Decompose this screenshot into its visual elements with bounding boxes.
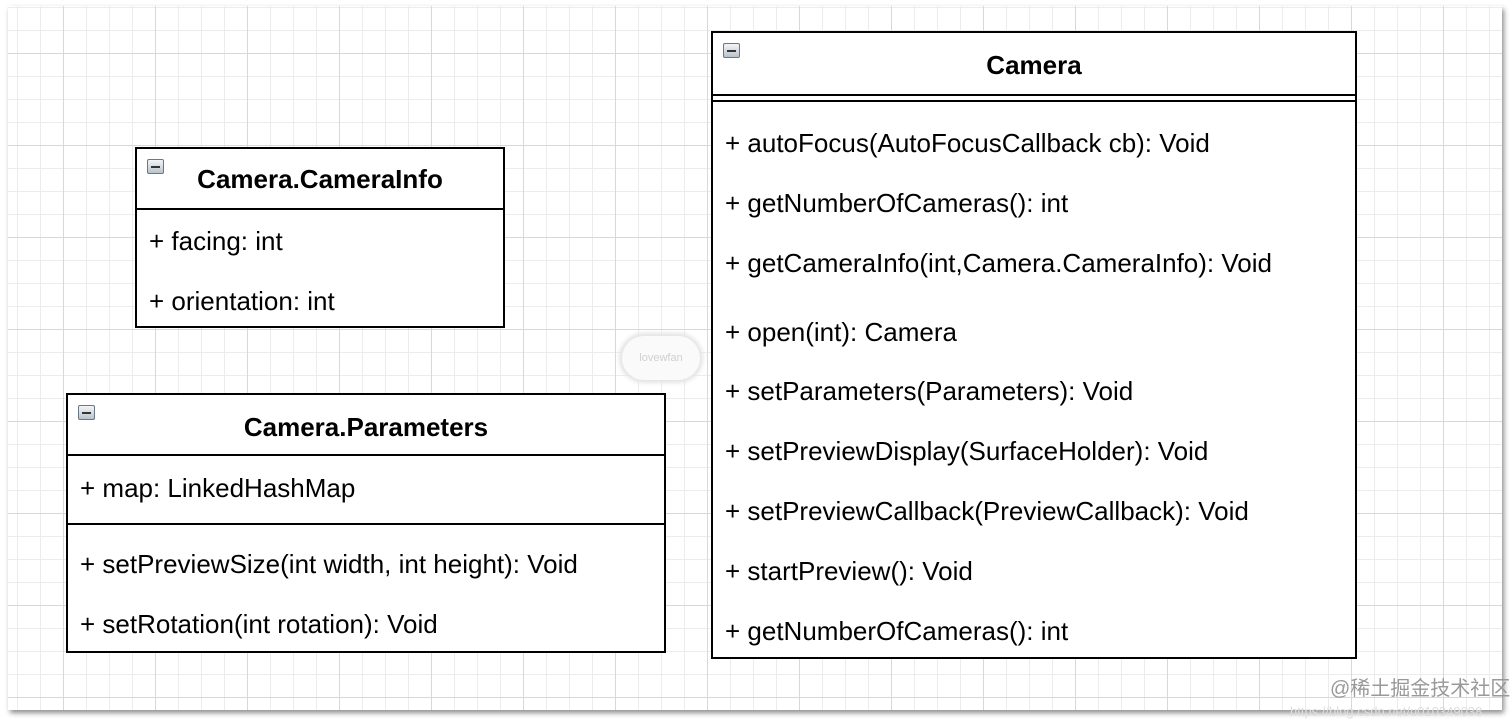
method: + getNumberOfCameras(): int bbox=[725, 616, 1069, 646]
class-name: Camera.CameraInfo bbox=[197, 164, 443, 194]
method: + getNumberOfCameras(): int bbox=[725, 188, 1069, 218]
method: + autoFocus(AutoFocusCallback cb): Void bbox=[725, 128, 1210, 158]
attribute: + orientation: int bbox=[149, 286, 335, 316]
methods-section: + autoFocus(AutoFocusCallback cb): Void … bbox=[713, 102, 1355, 652]
method: + setPreviewCallback(PreviewCallback): V… bbox=[725, 496, 1249, 526]
class-camera-parameters[interactable]: Camera.Parameters + map: LinkedHashMap +… bbox=[66, 393, 666, 653]
class-header: Camera.Parameters bbox=[68, 395, 664, 456]
site-watermark: @稀土掘金技术社区 bbox=[1330, 678, 1511, 700]
class-camera-info[interactable]: Camera.CameraInfo + facing: int + orient… bbox=[135, 147, 505, 328]
attribute: + map: LinkedHashMap bbox=[80, 473, 356, 503]
attributes-section bbox=[713, 96, 1355, 102]
method: + setParameters(Parameters): Void bbox=[725, 376, 1134, 406]
collapse-icon[interactable] bbox=[723, 43, 740, 58]
attribute: + facing: int bbox=[149, 226, 283, 256]
class-camera[interactable]: Camera + autoFocus(AutoFocusCallback cb)… bbox=[711, 31, 1357, 659]
methods-section: + setPreviewSize(int width, int height):… bbox=[68, 523, 664, 651]
method: + open(int): Camera bbox=[725, 317, 957, 347]
class-name: Camera.Parameters bbox=[243, 412, 489, 442]
cursor-watermark: lovewfan bbox=[622, 336, 700, 380]
method: + setPreviewDisplay(SurfaceHolder): Void bbox=[725, 436, 1209, 466]
class-header: Camera.CameraInfo bbox=[137, 149, 503, 210]
method: + startPreview(): Void bbox=[725, 556, 973, 586]
method: + getCameraInfo(int,Camera.CameraInfo): … bbox=[725, 248, 1272, 278]
collapse-icon[interactable] bbox=[78, 405, 95, 420]
class-header: Camera bbox=[713, 33, 1355, 96]
method: + setRotation(int rotation): Void bbox=[80, 609, 438, 639]
collapse-icon[interactable] bbox=[147, 159, 164, 174]
url-watermark: https://blog.csdn.net/u010349038 bbox=[1290, 704, 1483, 719]
method: + setPreviewSize(int width, int height):… bbox=[80, 549, 578, 579]
class-name: Camera bbox=[986, 50, 1082, 80]
attributes-section: + facing: int + orientation: int bbox=[137, 210, 503, 326]
attributes-section: + map: LinkedHashMap bbox=[68, 456, 664, 523]
